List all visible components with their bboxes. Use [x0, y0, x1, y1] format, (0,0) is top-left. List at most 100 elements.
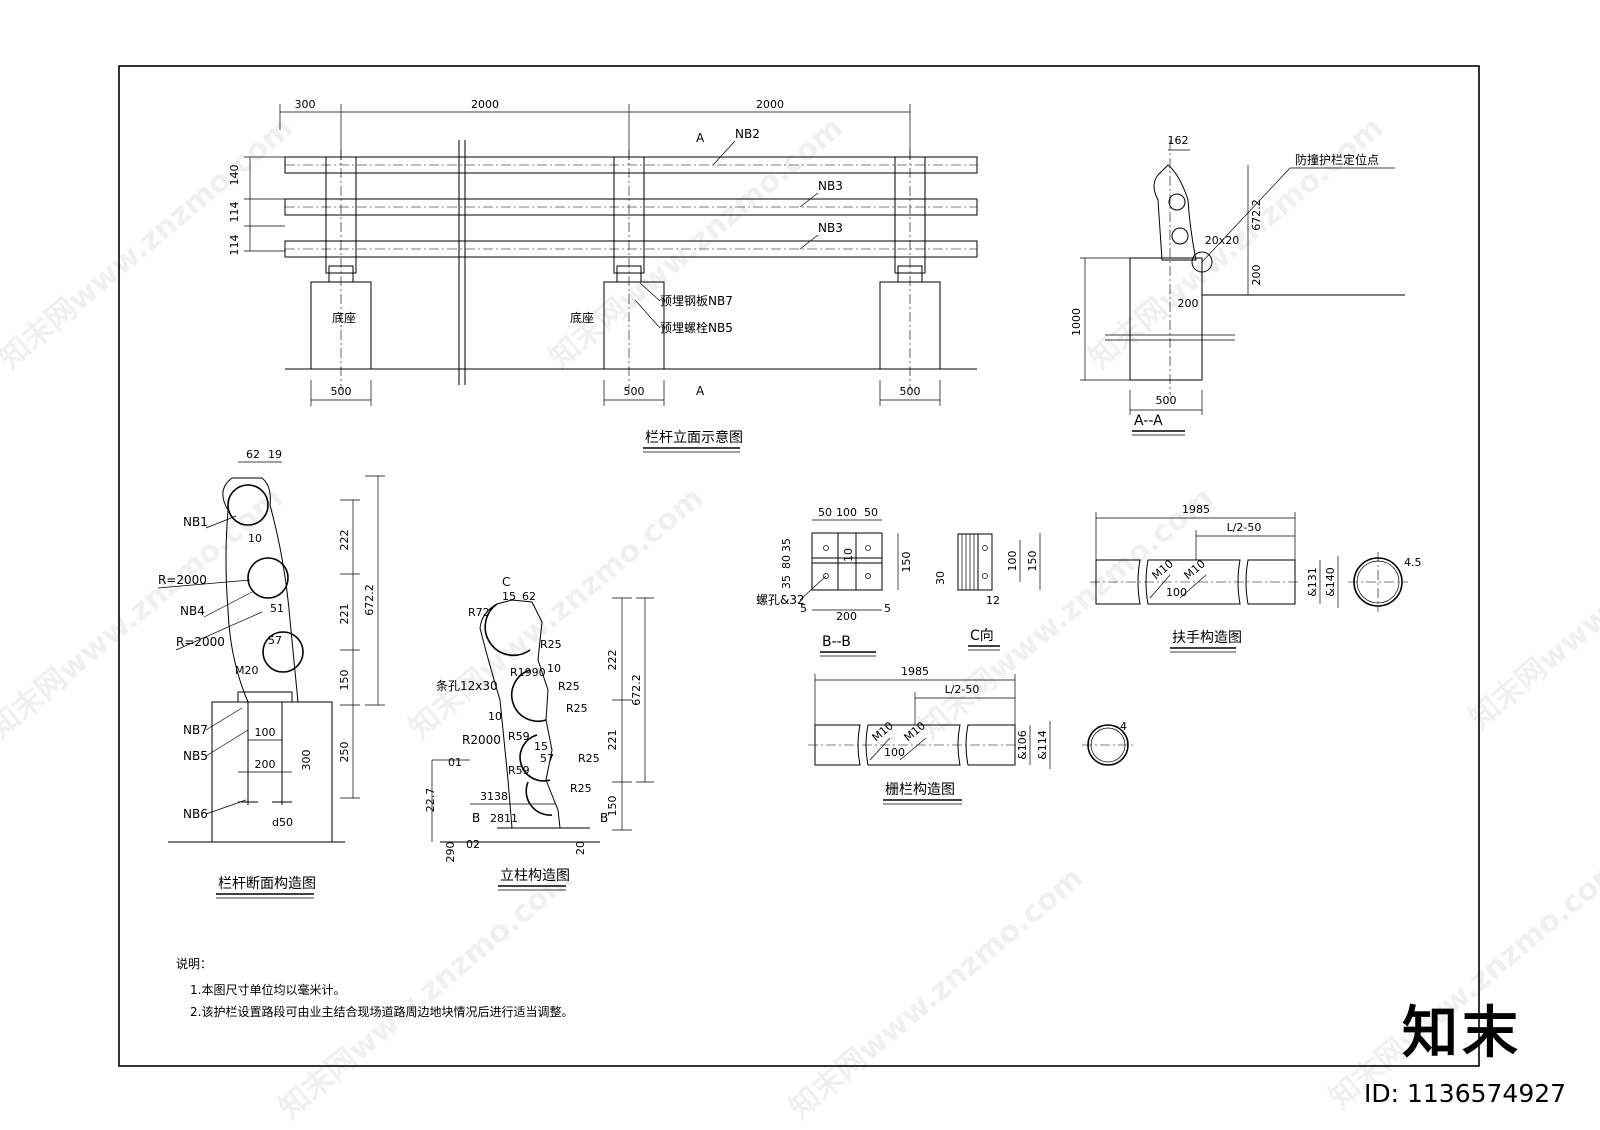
watermark-text: 知末网www.znzmo.com — [1463, 470, 1600, 736]
watermark-text: 知末网www.znzmo.com — [783, 860, 1090, 1126]
bl-dim-114: &114 — [1036, 730, 1049, 760]
pd-label-r59b: R59 — [508, 764, 530, 777]
pd-label-b-right: B — [600, 811, 608, 825]
hr-dim-140: &140 — [1324, 567, 1337, 597]
pd-dim-672: 672.2 — [630, 674, 643, 706]
pd-dim-57: 57 — [540, 752, 554, 765]
aa-dim-200v: 200 — [1250, 265, 1263, 286]
elev-dim-114b: 114 — [228, 235, 241, 256]
rs-dim-300: 300 — [300, 750, 313, 771]
pd-dim-10a: 10 — [547, 662, 561, 675]
post-detail-title: 立柱构造图 — [500, 868, 570, 884]
rs-dim-51: 51 — [270, 602, 284, 615]
watermark-text: 知末网www.znzmo.com — [0, 480, 290, 746]
view-c-title: C向 — [970, 628, 994, 644]
bb-dim-bot-200: 200 — [836, 610, 857, 623]
section-mark-a-top: A — [696, 131, 705, 145]
bl-dim-106: &106 — [1016, 730, 1029, 760]
c-dim-150: 150 — [1026, 551, 1039, 572]
pd-label-r1990: R1990 — [510, 666, 546, 679]
rs-dim-222: 222 — [338, 530, 351, 551]
c-dim-30: 30 — [934, 571, 947, 585]
rs-dim-150: 150 — [338, 670, 351, 691]
drawing-frame — [118, 65, 1480, 1067]
pd-dim-150: 150 — [606, 796, 619, 817]
rs-dim-200: 200 — [255, 758, 276, 771]
pd-label-c: C — [502, 575, 510, 589]
plate-label: 预埋钢板NB7 — [660, 294, 733, 308]
watermark-layer: 知末网www.znzmo.com 知末网www.znzmo.com 知末网www… — [0, 110, 1600, 1126]
bolt-label: 预埋螺栓NB5 — [660, 320, 733, 335]
pd-label-slot: 条孔12x30 — [436, 679, 498, 693]
pd-dim-222: 222 — [606, 650, 619, 671]
rail-section-title: 栏杆断面构造图 — [218, 876, 316, 892]
bb-dim-inner-10: 10 — [842, 548, 855, 562]
pd-label-r72: R72 — [468, 606, 490, 619]
notes-heading: 说明： — [176, 956, 212, 971]
handrail-view: 1985 L/2-50 M10 M10 100 &131 &140 4.5 扶手… — [1090, 503, 1422, 653]
pd-dim-2811: 2811 — [490, 812, 518, 825]
elev-dim-114a: 114 — [228, 202, 241, 223]
pd-label-r2000: R2000 — [462, 733, 501, 747]
watermark-text: 知末网www.znzmo.com — [543, 110, 850, 376]
section-bb-view: 50 100 50 35 80 35 150 10 螺孔&32 5 200 5 … — [756, 506, 913, 657]
elev-dim-2000a: 2000 — [471, 98, 499, 111]
pd-label-b-left: B — [472, 811, 480, 825]
notes-block: 说明： 1.本图尺寸单位均以毫米计。 2.该护栏设置路段可由业主结合现场道路周边… — [176, 956, 573, 1019]
pd-dim-62: 62 — [522, 590, 536, 603]
hr-dim-1985: 1985 — [1182, 503, 1210, 516]
rs-dim-221: 221 — [338, 604, 351, 625]
pd-label-r25d: R25 — [578, 752, 600, 765]
elev-dim-140: 140 — [228, 165, 241, 186]
watermark-text: 知末网www.znzmo.com — [913, 480, 1220, 746]
bb-dim-top-100: 100 — [836, 506, 857, 519]
hr-dim-131: &131 — [1306, 567, 1319, 597]
rs-dim-100: 100 — [255, 726, 276, 739]
rs-label-nb7: NB7 — [183, 723, 208, 737]
rs-dim-672: 672.2 — [363, 584, 376, 616]
balustrade-view: 1985 L/2-50 M10 M10 100 &106 &114 4 栅栏构造… — [808, 665, 1134, 805]
watermark-id: ID: 1136574927 — [1364, 1079, 1566, 1108]
elev-dim-500c: 500 — [900, 385, 921, 398]
elev-dim-2000b: 2000 — [756, 98, 784, 111]
pd-dim-221: 221 — [606, 730, 619, 751]
notes-item-2: 2.该护栏设置路段可由业主结合现场道路周边地块情况后进行适当调整。 — [190, 1004, 573, 1019]
section-bb-title: B--B — [822, 634, 851, 650]
hr-dim-100: 100 — [1166, 586, 1187, 599]
pd-label-r25e: R25 — [570, 782, 592, 795]
pd-dim-01: 01 — [448, 756, 462, 769]
pd-dim-20: 20 — [574, 841, 587, 855]
handrail-title: 扶手构造图 — [1172, 630, 1242, 646]
pd-dim-15b: 15 — [534, 740, 548, 753]
rs-dim-10: 10 — [248, 532, 262, 545]
rail-label-nb3a: NB3 — [818, 179, 843, 193]
aa-dim-1000: 1000 — [1070, 308, 1083, 336]
rs-dim-62: 62 — [246, 448, 260, 461]
watermark-text: 知末网www.znzmo.com — [1083, 110, 1390, 376]
bb-note-bolt-hole: 螺孔&32 — [756, 593, 805, 607]
rs-dim-19: 19 — [268, 448, 282, 461]
aa-dim-200h: 200 — [1178, 297, 1199, 310]
aa-note-locate-point: 防撞护栏定位点 — [1295, 152, 1379, 167]
bb-dim-bot-5b: 5 — [884, 602, 891, 615]
rs-dim-d50: d50 — [272, 816, 293, 829]
bb-dim-bot-5a: 5 — [800, 602, 807, 615]
bl-dim-1985: 1985 — [901, 665, 929, 678]
bb-dim-top-50b: 50 — [864, 506, 878, 519]
pd-dim-10b: 10 — [488, 710, 502, 723]
section-aa-view: 1000 500 162 672.2 200 200 20x20 防撞护栏定位点… — [1070, 134, 1405, 436]
elevation-view: 300 2000 2000 140 114 114 — [228, 98, 978, 453]
rs-dim-57: 57 — [268, 634, 282, 647]
bb-dim-top-50a: 50 — [818, 506, 832, 519]
pd-dim-290: 290 — [444, 842, 457, 863]
bb-dim-right-150: 150 — [900, 552, 913, 573]
pd-label-r25a: R25 — [540, 638, 562, 651]
rs-label-nb5: NB5 — [183, 749, 208, 763]
bb-dim-left-35b: 35 — [780, 575, 793, 589]
post-detail-view: C 15 62 R72 R25 R1990 10 条孔12x30 R25 10 … — [424, 575, 654, 891]
pd-dim-227: 22.7 — [424, 788, 437, 813]
base-label-2: 底座 — [570, 310, 594, 325]
pd-label-r25b: R25 — [558, 680, 580, 693]
watermark-text: 知末网www.znzmo.com — [1323, 850, 1600, 1116]
